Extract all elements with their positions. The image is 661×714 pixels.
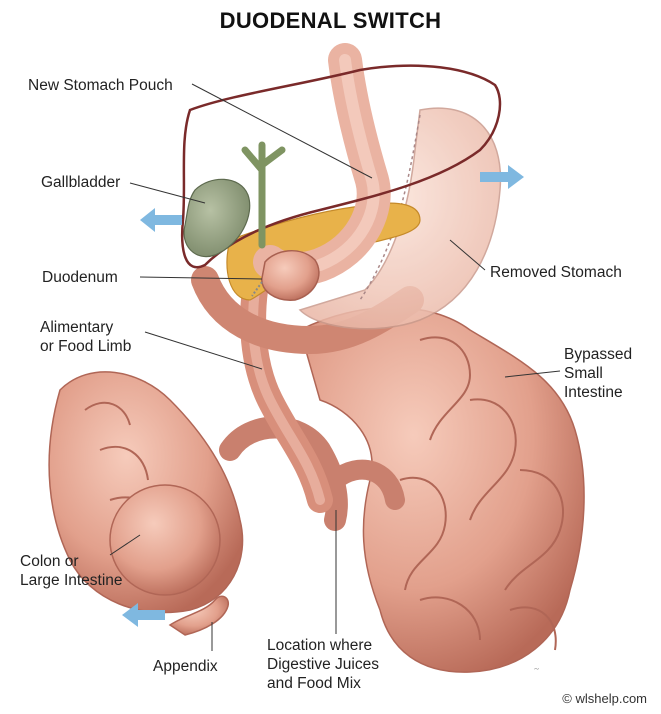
label-duodenum: Duodenum	[42, 268, 118, 287]
label-bypassed-small-intestine: Bypassed Small Intestine	[564, 345, 632, 402]
label-alimentary-limb: Alimentary or Food Limb	[40, 318, 131, 356]
page-title: DUODENAL SWITCH	[0, 8, 661, 34]
label-gallbladder: Gallbladder	[41, 173, 120, 192]
copyright: © wlshelp.com	[562, 691, 647, 706]
duodenum	[262, 251, 319, 301]
label-removed-stomach: Removed Stomach	[490, 263, 622, 282]
arrow-icon-left-gallbladder	[140, 208, 182, 232]
label-appendix: Appendix	[153, 657, 218, 676]
label-location-mix: Location where Digestive Juices and Food…	[267, 636, 379, 693]
artist-signature: ~	[534, 664, 539, 674]
label-new-stomach-pouch: New Stomach Pouch	[28, 76, 173, 95]
label-colon: Colon or Large Intestine	[20, 552, 123, 590]
